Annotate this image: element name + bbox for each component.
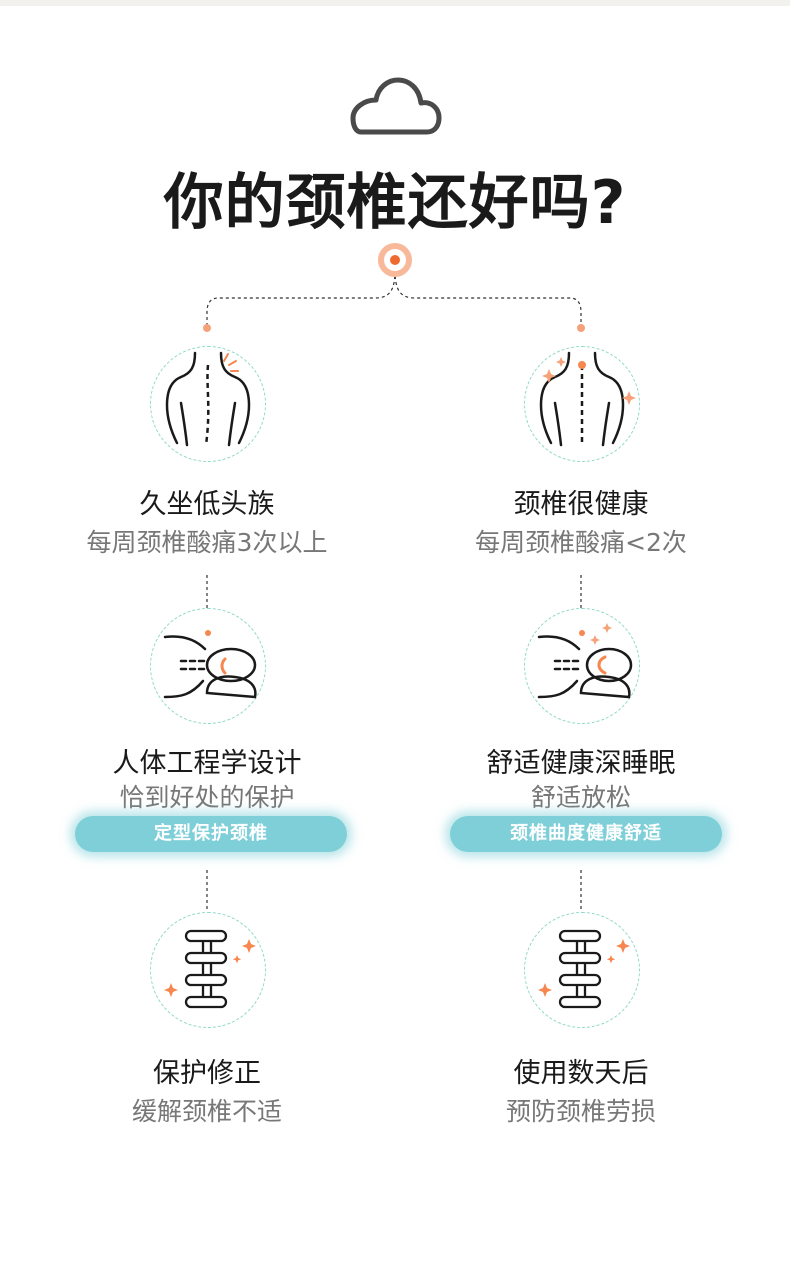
step-desc: 每周颈椎酸痛<2次 [475,528,687,557]
spine-icon [524,912,640,1028]
sleep-pillow-icon [524,608,640,724]
step-title: 舒适健康深睡眠 [486,748,676,779]
step-desc: 缓解颈椎不适 [131,1097,282,1126]
step-desc: 舒适放松 [530,783,631,812]
target-icon [376,241,414,279]
step-title: 使用数天后 [513,1058,649,1089]
step-title: 久坐低头族 [139,489,275,520]
step-desc: 每周颈椎酸痛3次以上 [86,528,328,557]
connector-lines [203,269,585,912]
step-title: 人体工程学设计 [112,748,302,779]
spine-icon [150,912,266,1028]
step-title: 保护修正 [153,1058,261,1089]
top-strip [0,0,790,6]
sleep-pillow-icon [150,608,266,724]
feature-tag: 定型保护颈椎 [75,816,347,852]
step-desc: 恰到好处的保护 [119,783,295,812]
back-pain-icon [150,346,266,462]
cloud-icon [347,72,443,138]
page-title: 你的颈椎还好吗? [163,168,627,238]
step-title: 颈椎很健康 [513,489,649,520]
healthy-back-icon [524,346,640,462]
step-desc: 预防颈椎劳损 [505,1097,656,1126]
feature-tag: 颈椎曲度健康舒适 [450,816,722,852]
